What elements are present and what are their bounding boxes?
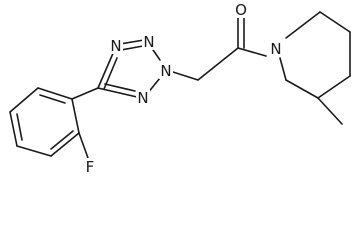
bond-pip-c6-n — [279, 57, 287, 81]
atom-n-tz1: N — [109, 37, 123, 55]
tetrazole-ring — [97, 39, 161, 98]
atom-n-tz4-label: N — [137, 89, 148, 107]
bond-pip-c5-c6 — [285, 79, 319, 99]
structure-drawing: N N N N O N F — [9, 1, 351, 176]
bond-ring-inner-3 — [50, 130, 74, 150]
atom-o-carbonyl: O — [233, 1, 249, 19]
piperidine-ring — [279, 11, 351, 99]
bond-ring-inner-2 — [16, 113, 23, 141]
bond-n-ch2 — [172, 71, 199, 81]
bond-ring-inner-1 — [39, 94, 66, 104]
bond-tz-n1-n2-double — [120, 45, 144, 51]
bond-tz-n4-c — [97, 87, 138, 98]
bond-co-n — [237, 47, 267, 57]
bond-methyl — [317, 97, 343, 125]
bond-pip-c4-c5 — [317, 75, 351, 99]
atom-n-pip-label: N — [270, 40, 281, 58]
bond-phenyl-tetrazole — [71, 87, 99, 100]
bond-c-f — [78, 132, 89, 159]
atom-f: F — [83, 158, 97, 176]
bond-ring-3 — [9, 111, 18, 147]
atom-n-tz3: N — [159, 62, 173, 80]
atom-n-tz2-label: N — [143, 33, 154, 51]
bond-ring-5 — [50, 132, 80, 157]
bond-pip-n-c2 — [285, 11, 321, 39]
atom-n-tz1-label: N — [110, 37, 121, 55]
atom-o-label: O — [235, 1, 247, 19]
molecule-diagram: N N N N O N F — [9, 1, 351, 176]
bond-ring-2 — [9, 87, 39, 113]
bond-tz-c-n1 — [97, 50, 115, 89]
atom-n-tz4: N — [136, 89, 150, 107]
atom-n-tz2: N — [142, 33, 156, 51]
bond-ch2-co — [197, 47, 239, 81]
bond-ring-6 — [71, 98, 80, 134]
bond-tz-n4-c-double — [104, 83, 136, 92]
bond-tz-n1-n2 — [119, 39, 145, 45]
fluorophenyl-ring — [9, 87, 80, 157]
atom-n-piperidine: N — [268, 40, 284, 58]
atom-f-label: F — [86, 158, 95, 176]
atom-n-tz3-label: N — [160, 62, 171, 80]
bond-ring-1 — [37, 87, 73, 100]
bond-ring-4 — [16, 145, 52, 157]
bond-pip-c2-c3 — [319, 11, 351, 33]
